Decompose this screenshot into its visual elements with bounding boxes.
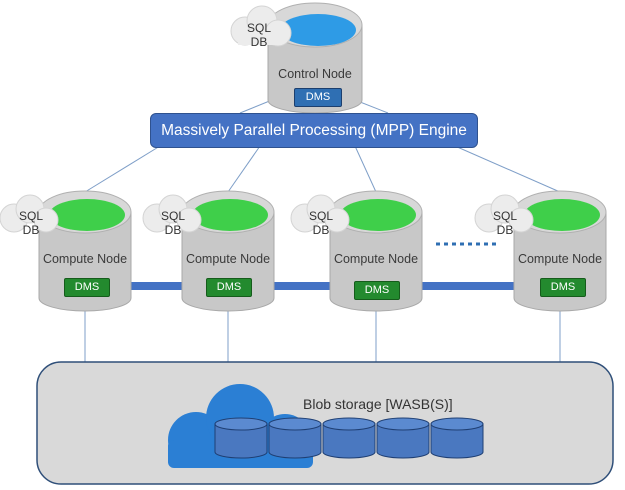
interconnect-3-4: [422, 282, 517, 290]
interconnect-2-3: [274, 282, 330, 290]
compute-3-dms-badge: DMS: [354, 281, 400, 300]
cloud-icon: [230, 5, 292, 47]
compute-4-sql-db-label: SQL DB: [492, 209, 517, 237]
control-sql-db-label: SQL DB: [246, 21, 271, 49]
mpp-engine-bar: Massively Parallel Processing (MPP) Engi…: [150, 113, 478, 148]
disk-icon: [214, 417, 268, 459]
compute-2-sql-db-label: SQL DB: [160, 209, 185, 237]
control-node-label: Control Node: [278, 67, 352, 81]
connector-lines: [84, 99, 561, 362]
compute-4-dms-badge: DMS: [540, 278, 586, 297]
compute-4-label: Compute Node: [517, 252, 603, 266]
line-mpp-to-compute-1: [84, 145, 161, 193]
cloud-icon: [474, 194, 534, 233]
line-mpp-to-compute-4: [454, 145, 561, 193]
disk-icon: [268, 417, 322, 459]
interconnect-bars: [130, 282, 517, 290]
cloud-icon: [290, 194, 350, 233]
cloud-icon: [142, 194, 202, 233]
compute-2-label: Compute Node: [185, 252, 271, 266]
blob-storage-label: Blob storage [WASB(S)]: [303, 396, 453, 412]
compute-1-label: Compute Node: [42, 252, 128, 266]
disk-icon: [430, 417, 484, 459]
disk-icon: [376, 417, 430, 459]
compute-3-label: Compute Node: [333, 252, 419, 266]
disk-stack: [214, 417, 484, 459]
control-node-top: [280, 14, 356, 46]
control-dms-badge: DMS: [294, 88, 342, 107]
cloud-icon: [0, 194, 59, 233]
compute-1-sql-db-label: SQL DB: [18, 209, 43, 237]
compute-2-dms-badge: DMS: [206, 278, 252, 297]
disk-icon: [322, 417, 376, 459]
compute-1-dms-badge: DMS: [64, 278, 110, 297]
line-control-to-mpp-left: [239, 99, 273, 114]
compute-3-sql-db-label: SQL DB: [308, 209, 333, 237]
line-mpp-to-compute-3: [354, 145, 377, 193]
line-mpp-to-compute-2: [227, 145, 261, 193]
interconnect-1-2: [130, 282, 186, 290]
